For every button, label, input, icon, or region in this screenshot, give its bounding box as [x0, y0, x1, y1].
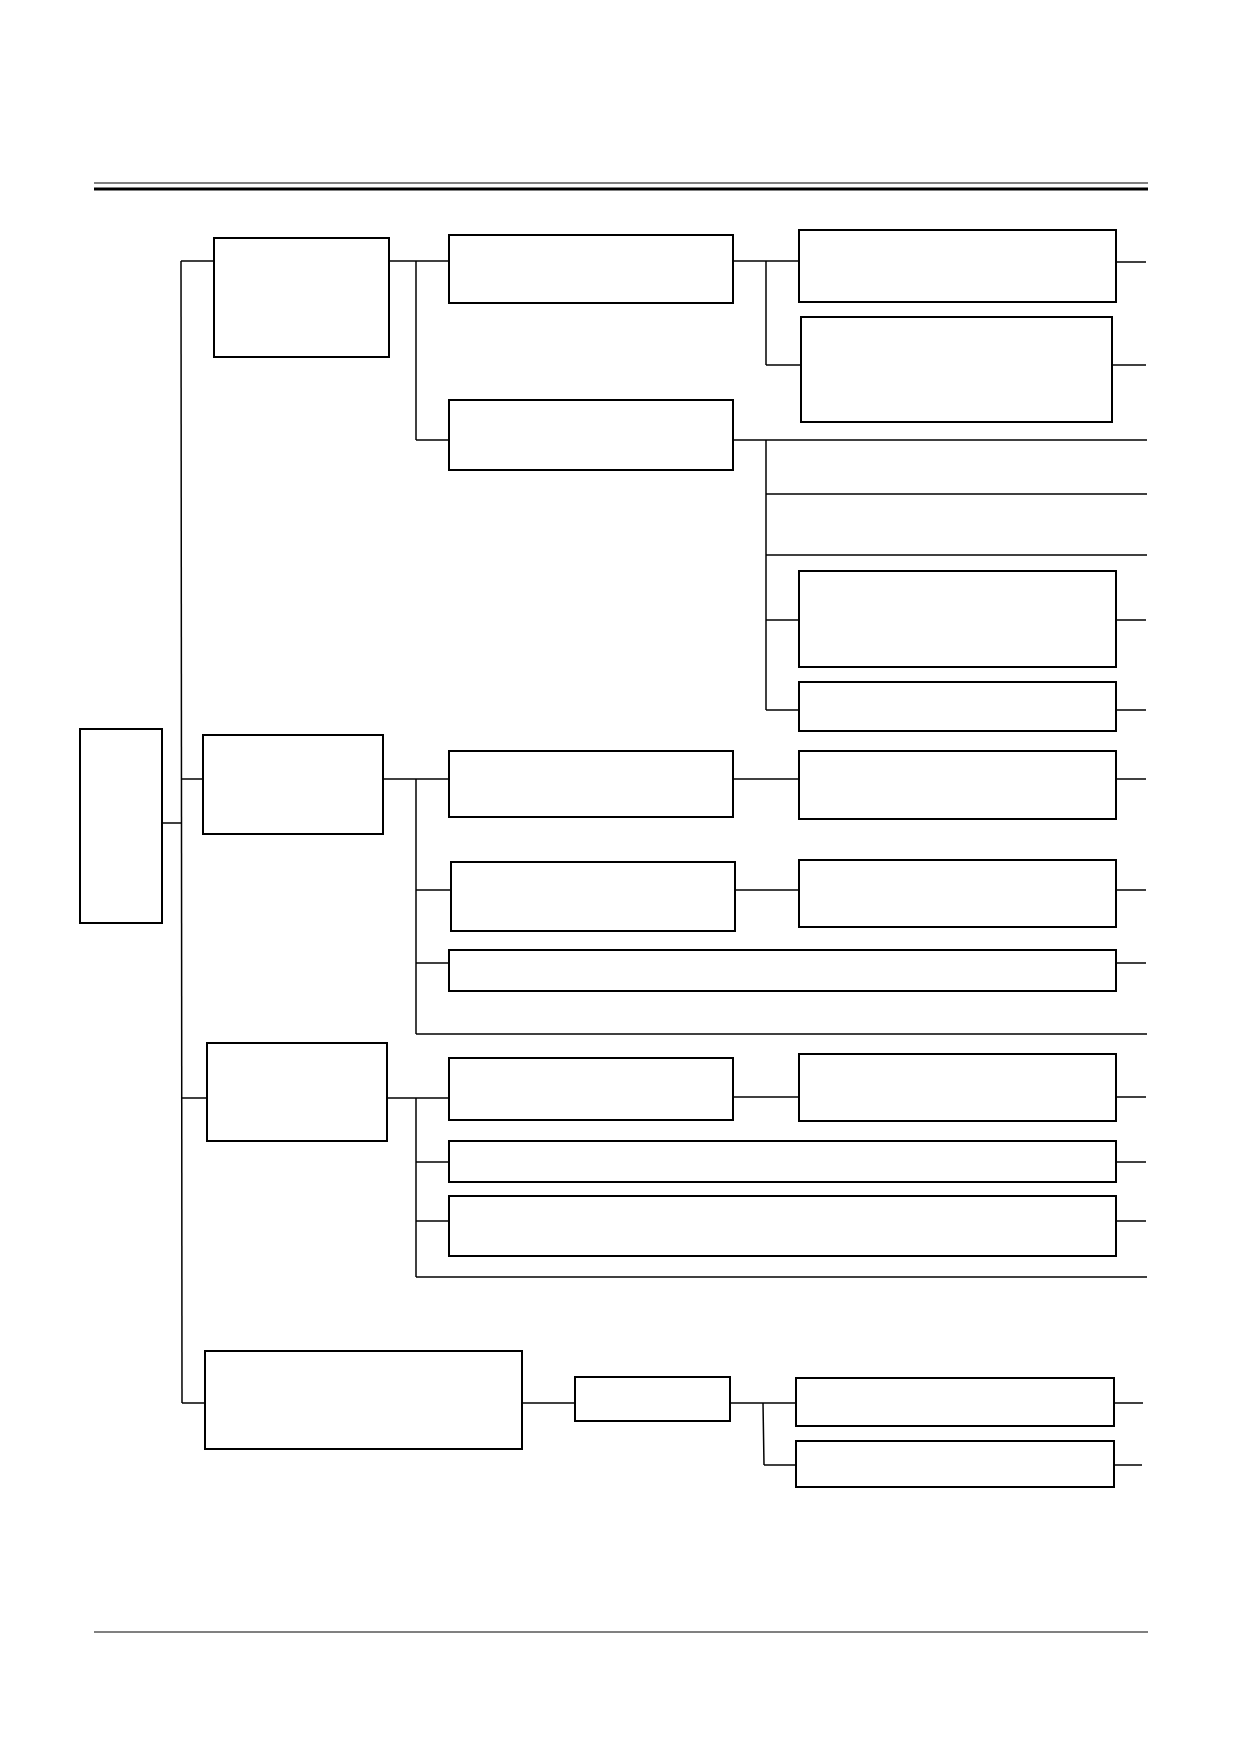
node-b3a	[448, 1057, 734, 1121]
node-b1	[213, 237, 390, 358]
node-b1a1	[798, 229, 1117, 303]
node-b1b	[448, 399, 734, 471]
node-b4	[204, 1350, 523, 1450]
node-b2b1	[798, 859, 1117, 928]
node-b2a	[448, 750, 734, 818]
node-b1b2	[798, 681, 1117, 732]
node-b3c	[448, 1195, 1117, 1257]
node-b4a2	[795, 1440, 1115, 1488]
node-b2	[202, 734, 384, 835]
node-root	[79, 728, 163, 924]
node-b4a1	[795, 1377, 1115, 1427]
node-b1b1	[798, 570, 1117, 668]
node-b1a	[448, 234, 734, 304]
node-b3	[206, 1042, 388, 1142]
node-b1a2	[800, 316, 1113, 423]
connectors	[162, 260, 1147, 1466]
connector-spine	[180, 260, 183, 1404]
connector-b4a-spine	[762, 1402, 765, 1466]
node-boxes	[79, 229, 1117, 1488]
node-b2b	[450, 861, 736, 932]
node-b3a1	[798, 1053, 1117, 1122]
node-b4a	[574, 1376, 731, 1422]
node-b2a1	[798, 750, 1117, 820]
node-b3b	[448, 1140, 1117, 1183]
node-b2c	[448, 949, 1117, 992]
